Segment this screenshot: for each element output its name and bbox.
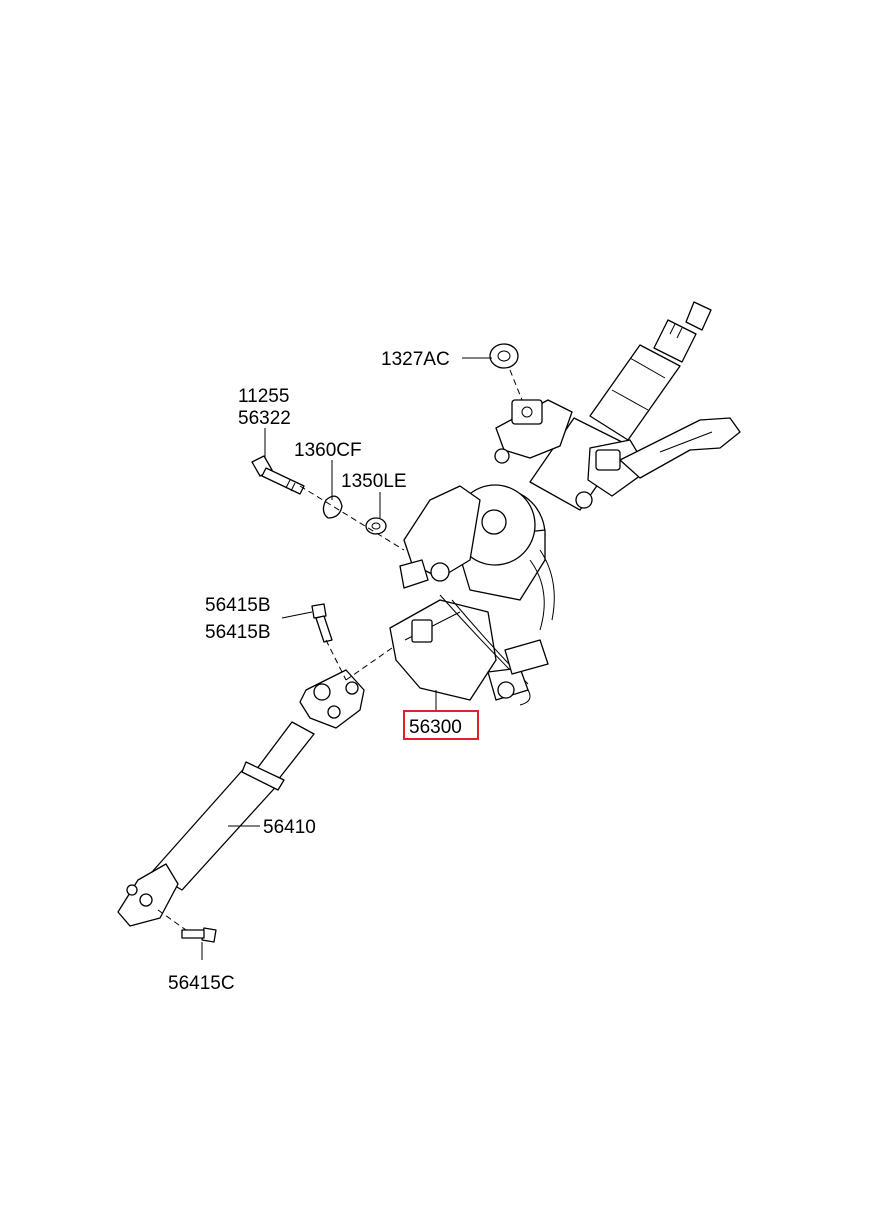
clip-1360CF — [322, 495, 343, 519]
leader-lines — [201, 357, 492, 960]
nut-1327AC — [489, 343, 519, 369]
washer-1350LE — [365, 517, 387, 535]
intermediate-shaft — [117, 669, 365, 927]
bolt-11255 — [251, 455, 305, 495]
highlight-box — [403, 710, 479, 740]
bolt-56415B — [311, 603, 333, 643]
label-56410[interactable]: 56410 — [263, 817, 316, 838]
label-1360CF[interactable]: 1360CF — [294, 440, 362, 461]
bolt-56415C — [181, 927, 217, 943]
label-1327AC[interactable]: 1327AC — [381, 349, 450, 370]
part-labels: 1327AC 11255 56322 1360CF 1350LE 56415B … — [168, 349, 479, 994]
label-11255[interactable]: 11255 — [238, 386, 289, 407]
assembly-lines — [157, 369, 523, 931]
steering-column-assembly — [389, 301, 741, 706]
label-56300[interactable]: 56300 — [409, 717, 462, 738]
label-56415B-a[interactable]: 56415B — [205, 595, 271, 616]
label-1350LE[interactable]: 1350LE — [341, 471, 407, 492]
label-56322[interactable]: 56322 — [238, 408, 291, 429]
label-56415C[interactable]: 56415C — [168, 973, 235, 994]
label-56415B-b[interactable]: 56415B — [205, 622, 271, 643]
